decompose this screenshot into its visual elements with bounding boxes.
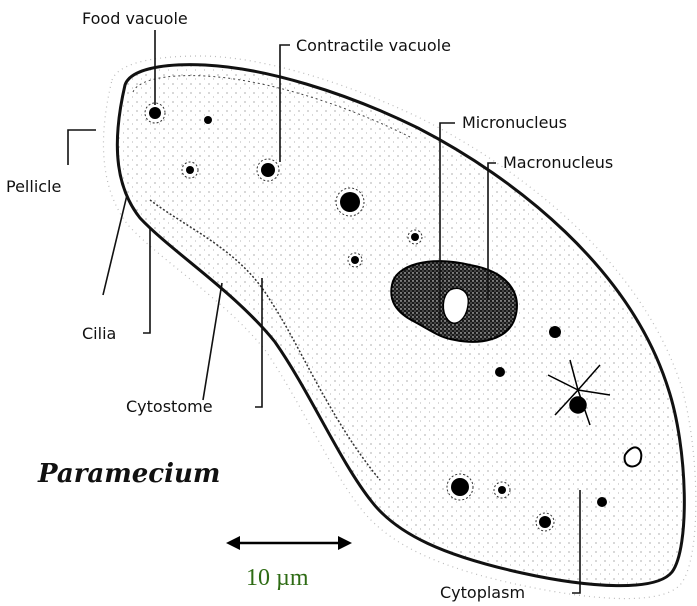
label-pellicle: Pellicle xyxy=(6,177,61,196)
label-cytoplasm: Cytoplasm xyxy=(440,583,525,602)
label-macronucleus: Macronucleus xyxy=(503,153,613,172)
label-cytostome: Cytostome xyxy=(126,397,213,416)
cell-body xyxy=(117,65,684,586)
label-micronucleus: Micronucleus xyxy=(462,113,567,132)
label-contractile-vacuole: Contractile vacuole xyxy=(296,36,451,55)
scale-bar-label: 10 µm xyxy=(246,565,309,591)
label-food-vacuole: Food vacuole xyxy=(82,9,188,28)
scale-bar xyxy=(226,536,352,550)
label-cilia: Cilia xyxy=(82,324,116,343)
diagram-title: Paramecium xyxy=(37,459,220,489)
